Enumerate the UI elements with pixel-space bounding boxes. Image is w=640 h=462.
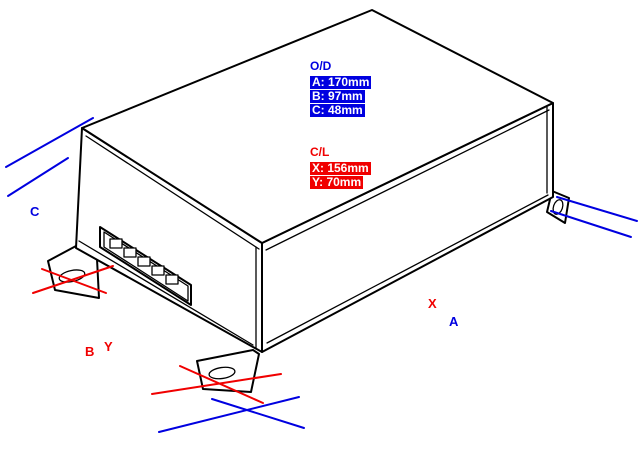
box-body xyxy=(75,9,554,353)
dimension-x-value: X: 156mm xyxy=(310,161,371,175)
centre-line-header: C/L xyxy=(310,145,330,159)
dim-line-right-2 xyxy=(550,210,632,238)
red-centre-lines xyxy=(32,265,282,404)
front-face-lip-line xyxy=(265,109,550,251)
centre-line-block: C/L X: 156mm Y: 70mm xyxy=(310,146,371,189)
dimension-b-value: B: 97mm xyxy=(310,89,365,103)
dim-line-bottom-1 xyxy=(158,396,300,433)
centre-line-left-2 xyxy=(41,268,107,294)
bottom-flange-hole xyxy=(208,366,236,380)
front-face-bottom-band xyxy=(266,194,549,344)
dimension-c-value: C: 48mm xyxy=(310,103,365,117)
centre-line-bottom-2 xyxy=(179,365,264,404)
centre-line-bottom-1 xyxy=(151,373,282,395)
connector-pin-3 xyxy=(137,256,151,267)
dim-line-bottom-2 xyxy=(211,398,305,429)
dim-line-top-left-1 xyxy=(5,117,94,168)
outer-dimensions-header: O/D xyxy=(310,59,332,73)
right-flange-hole xyxy=(552,199,564,215)
dimension-y-value: Y: 70mm xyxy=(310,175,364,189)
connector-pin-1 xyxy=(109,238,123,249)
connector-pin-5 xyxy=(165,274,179,285)
label-x: X xyxy=(428,296,437,311)
dim-line-right-1 xyxy=(556,196,638,222)
label-c: C xyxy=(30,204,40,219)
label-a: A xyxy=(449,314,459,329)
connector-pin-4 xyxy=(151,265,165,276)
left-face-bottom-band xyxy=(78,240,254,346)
label-y: Y xyxy=(104,339,113,354)
connector-pin-2 xyxy=(123,247,137,258)
blue-dimension-lines xyxy=(5,117,638,433)
connector xyxy=(99,226,192,306)
left-face-lip-line xyxy=(85,135,260,250)
centre-line-left-1 xyxy=(32,265,114,294)
dimension-a-value: A: 170mm xyxy=(310,75,372,89)
dim-line-top-left-2 xyxy=(7,157,69,197)
label-b: B xyxy=(85,344,95,359)
outer-dimensions-block: O/D A: 170mm B: 97mm C: 48mm xyxy=(310,59,372,117)
top-face xyxy=(81,9,554,244)
